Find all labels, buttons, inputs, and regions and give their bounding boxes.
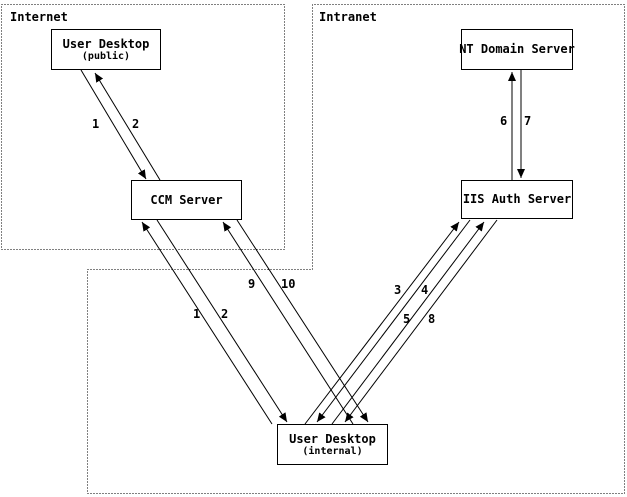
flow-line-9-internal-desktop-to-ccm	[222, 221, 354, 425]
intranet-zone-label: Intranet	[319, 10, 377, 24]
flow-line-5-internal-desktop-to-iis	[331, 221, 485, 425]
flow-line-2-ccm-to-public-desktop	[94, 72, 161, 181]
flow-line-8-iis-to-internal-desktop	[344, 219, 498, 423]
flow-line-3-internal-desktop-to-iis	[304, 221, 460, 425]
flow-label-1-public: 1	[92, 117, 100, 131]
flow-label-10: 10	[281, 277, 296, 291]
node-title: NT Domain Server	[459, 42, 575, 56]
node-subtitle: (public)	[81, 50, 131, 62]
flow-label-7: 7	[524, 114, 532, 128]
node-user-desktop-public: User Desktop (public)	[51, 29, 161, 70]
internet-zone-outline	[1, 4, 285, 250]
internet-zone-label: Internet	[10, 10, 68, 24]
flow-label-3: 3	[394, 283, 402, 297]
intranet-zone-outline	[87, 4, 625, 494]
flow-line-10-ccm-to-internal-desktop	[236, 219, 369, 423]
node-title: IIS Auth Server	[462, 192, 572, 206]
flow-label-2-internal: 2	[221, 307, 229, 321]
flow-label-2-public: 2	[132, 117, 140, 131]
flow-label-6: 6	[500, 114, 508, 128]
node-nt-domain-server: NT Domain Server	[459, 29, 575, 70]
flow-line-1-public-desktop-to-ccm	[80, 69, 147, 180]
flow-line-1-internal-desktop-to-ccm	[141, 221, 273, 425]
node-subtitle: (internal)	[302, 445, 363, 457]
flow-label-5: 5	[403, 312, 411, 326]
node-ccm-server: CCM Server	[131, 180, 242, 220]
node-title: User Desktop	[289, 431, 376, 446]
node-title: User Desktop	[62, 36, 150, 51]
flow-label-9: 9	[248, 277, 256, 291]
flow-label-8: 8	[428, 312, 436, 326]
node-title: CCM Server	[150, 192, 223, 207]
node-iis-auth-server: IIS Auth Server	[461, 180, 573, 219]
flow-label-4: 4	[421, 283, 429, 297]
flow-line-4-iis-to-internal-desktop	[316, 219, 471, 423]
flow-line-2-ccm-to-internal-desktop	[156, 219, 288, 423]
flow-label-1-internal: 1	[193, 307, 201, 321]
node-user-desktop-internal: User Desktop (internal)	[277, 424, 388, 465]
